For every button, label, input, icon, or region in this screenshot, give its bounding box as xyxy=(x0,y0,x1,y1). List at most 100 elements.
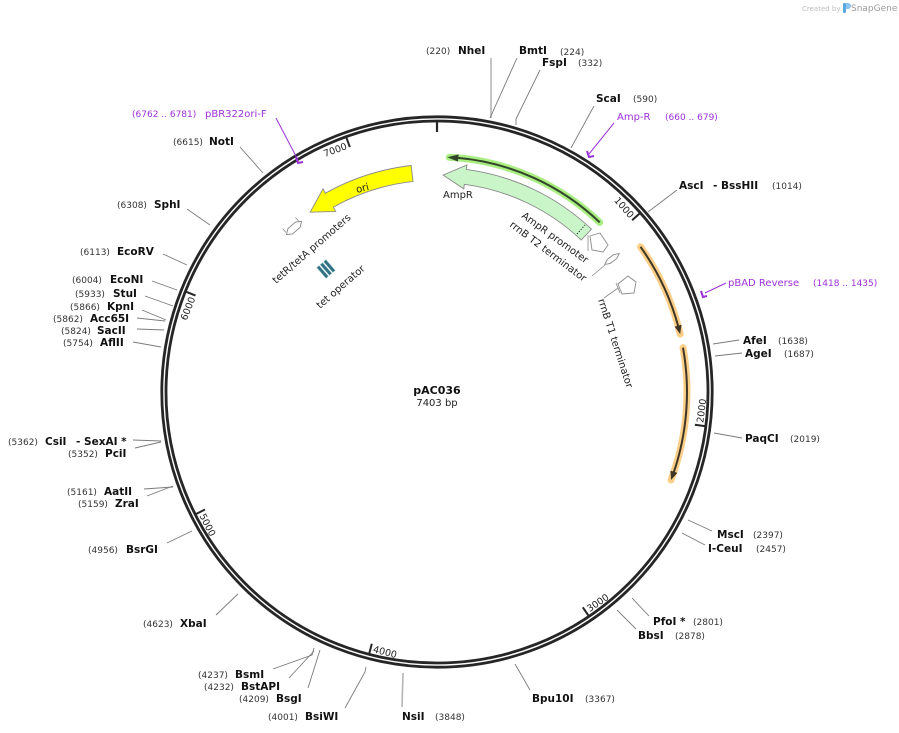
primer-bind-icon xyxy=(586,150,595,159)
tick-2000: 2000 xyxy=(694,398,709,428)
enzyme-name: AscI xyxy=(679,180,704,192)
orf-line xyxy=(639,246,680,328)
feature-ori[interactable]: ori xyxy=(309,165,414,213)
enzyme-site-ecorv[interactable]: (6113) EcoRV xyxy=(80,246,188,266)
enzyme-site-nhei[interactable]: (220) NheI xyxy=(426,45,492,118)
feature-rrnb-t1-terminator[interactable]: rrnB T1 terminator xyxy=(595,275,637,391)
enzyme-site-csii-sexai[interactable]: (5362) CsiI - SexAI * xyxy=(8,436,162,448)
feature-ampr-orf[interactable] xyxy=(445,153,604,226)
primer-range: (6762 .. 6781) xyxy=(132,110,196,120)
orf-arrowhead-icon xyxy=(447,154,459,162)
primer-name: pBR322ori-F xyxy=(205,109,267,120)
enzyme-site-fspi[interactable]: FspI (332) xyxy=(515,57,602,125)
enzyme-name: BsgI xyxy=(276,693,302,705)
enzyme-name: PfoI * xyxy=(653,616,686,628)
feature-ampr[interactable]: AmpR xyxy=(442,164,593,241)
site-position: (6113) xyxy=(80,248,110,258)
site-position: (1687) xyxy=(784,350,814,360)
enzyme-site-paqci[interactable]: PaqCI (2019) xyxy=(713,432,820,445)
enzyme-site-zrai[interactable]: (5159) ZraI xyxy=(78,485,174,510)
orf-line xyxy=(456,156,601,224)
enzyme-site-stui[interactable]: (5933) StuI xyxy=(75,288,174,307)
enzyme-site-nsii[interactable]: NsiI (3848) xyxy=(401,672,465,723)
enzyme-name: BbsI xyxy=(638,630,664,642)
enzyme-name-secondary: - SexAI * xyxy=(76,436,127,448)
primer-pbad-reverse[interactable]: pBAD Reverse (1418 .. 1435) xyxy=(700,278,877,299)
site-position: (1014) xyxy=(772,182,802,192)
feature-tet-operator[interactable]: tet operator xyxy=(315,259,368,311)
plasmid-backbone[interactable] xyxy=(160,115,714,669)
site-position: (5362) xyxy=(8,438,38,448)
enzyme-site-bsgi[interactable]: (4209) BsgI xyxy=(239,649,321,705)
primer-pbr322ori-f[interactable]: (6762 .. 6781) pBR322ori-F xyxy=(132,109,304,165)
enzyme-name: ScaI xyxy=(596,93,621,105)
enzyme-site-bsmi[interactable]: (4237) BsmI xyxy=(198,647,315,681)
enzyme-site-aflii[interactable]: (5754) AflII xyxy=(63,337,162,349)
enzyme-site-aatii[interactable]: (5161) AatII xyxy=(67,486,174,498)
promoter-icon xyxy=(589,232,609,253)
enzyme-site-acc65i[interactable]: (5862) Acc65I xyxy=(53,313,166,325)
primer-range: (1418 .. 1435) xyxy=(813,279,877,289)
site-position: (5933) xyxy=(75,290,105,300)
enzyme-name: EcoNI xyxy=(110,274,143,286)
feature-orf-orange-2[interactable] xyxy=(667,344,691,484)
enzyme-site-sphi[interactable]: (6308) SphI xyxy=(117,199,211,226)
enzyme-name: BstAPI xyxy=(241,681,280,693)
enzyme-site-econi[interactable]: (6004) EcoNI xyxy=(72,274,178,291)
enzyme-site-agei[interactable]: AgeI (1687) xyxy=(714,348,814,360)
site-position: (5754) xyxy=(63,339,93,349)
enzyme-site-i-ceui[interactable]: I-CeuI (2457) xyxy=(681,532,786,555)
feature-rrnb-t2-terminator[interactable]: rrnB T2 terminator xyxy=(507,220,620,285)
site-position: (2019) xyxy=(790,435,820,445)
ampr-label: AmpR xyxy=(443,190,473,201)
enzyme-name: MscI xyxy=(717,529,744,541)
site-position: (3367) xyxy=(585,695,615,705)
site-position: (6615) xyxy=(173,138,203,148)
enzyme-site-scai[interactable]: ScaI (590) xyxy=(570,93,657,149)
enzyme-site-kpni[interactable]: (5866) KpnI xyxy=(70,301,167,321)
feature-tet-promoters[interactable]: tetR/tetA promoters xyxy=(271,212,354,286)
site-position: (220) xyxy=(426,47,450,57)
enzyme-site-noti[interactable]: (6615) NotI xyxy=(173,136,264,174)
site-position: (4623) xyxy=(143,620,173,630)
enzyme-name: Acc65I xyxy=(90,313,129,325)
snapgene-watermark: Created by SnapGene xyxy=(802,3,898,14)
site-position: (332) xyxy=(578,59,602,69)
site-position: (4001) xyxy=(268,713,298,723)
enzyme-site-msci[interactable]: MscI (2397) xyxy=(687,519,783,541)
snapgene-brand-text: SnapGene xyxy=(851,4,898,14)
enzyme-name: AgeI xyxy=(745,348,772,360)
terminator-icon xyxy=(604,252,620,266)
site-position: (4237) xyxy=(198,671,228,681)
enzyme-name: I-CeuI xyxy=(708,543,742,555)
enzyme-site-afei[interactable]: AfeI (1638) xyxy=(712,335,808,347)
enzyme-name: Bpu10I xyxy=(532,693,574,705)
enzyme-name: EcoRV xyxy=(117,246,155,258)
ampr-arrow xyxy=(442,164,593,241)
enzyme-site-asci-bsshii[interactable]: AscI - BssHII (1014) xyxy=(647,180,802,213)
enzyme-name: FspI xyxy=(542,57,567,69)
enzyme-name: AfeI xyxy=(743,335,767,347)
enzyme-name: SphI xyxy=(154,199,180,211)
primer-amp-r[interactable]: Amp-R (660 .. 679) xyxy=(586,112,718,159)
primer-range: (660 .. 679) xyxy=(665,113,718,123)
rrnb-t1-label: rrnB T1 terminator xyxy=(595,298,634,391)
enzyme-site-xbai[interactable]: (4623) XbaI xyxy=(143,593,239,630)
enzyme-site-pfoi[interactable]: PfoI * (2801) xyxy=(631,597,723,628)
enzyme-site-pcii[interactable]: (5352) PciI xyxy=(68,441,162,460)
enzyme-name: KpnI xyxy=(107,301,134,313)
site-position: (5161) xyxy=(67,488,97,498)
enzyme-site-bbsi[interactable]: BbsI (2878) xyxy=(616,609,705,642)
orf-glow xyxy=(667,344,691,484)
enzyme-site-sacii[interactable]: (5824) SacII xyxy=(61,325,165,337)
site-position: (224) xyxy=(560,48,584,58)
terminator-icon xyxy=(617,275,637,295)
feature-orf-orange-1[interactable] xyxy=(637,243,684,338)
enzyme-site-bsiwi[interactable]: (4001) BsiWI xyxy=(268,666,367,723)
enzyme-site-bmti[interactable]: BmtI (224) xyxy=(489,45,584,119)
enzyme-name: PaqCI xyxy=(745,433,779,445)
enzyme-site-bsrgi[interactable]: (4956) BsrGI xyxy=(88,530,193,556)
enzyme-site-bpu10i[interactable]: Bpu10I (3367) xyxy=(514,663,615,705)
enzyme-name: StuI xyxy=(113,288,137,300)
